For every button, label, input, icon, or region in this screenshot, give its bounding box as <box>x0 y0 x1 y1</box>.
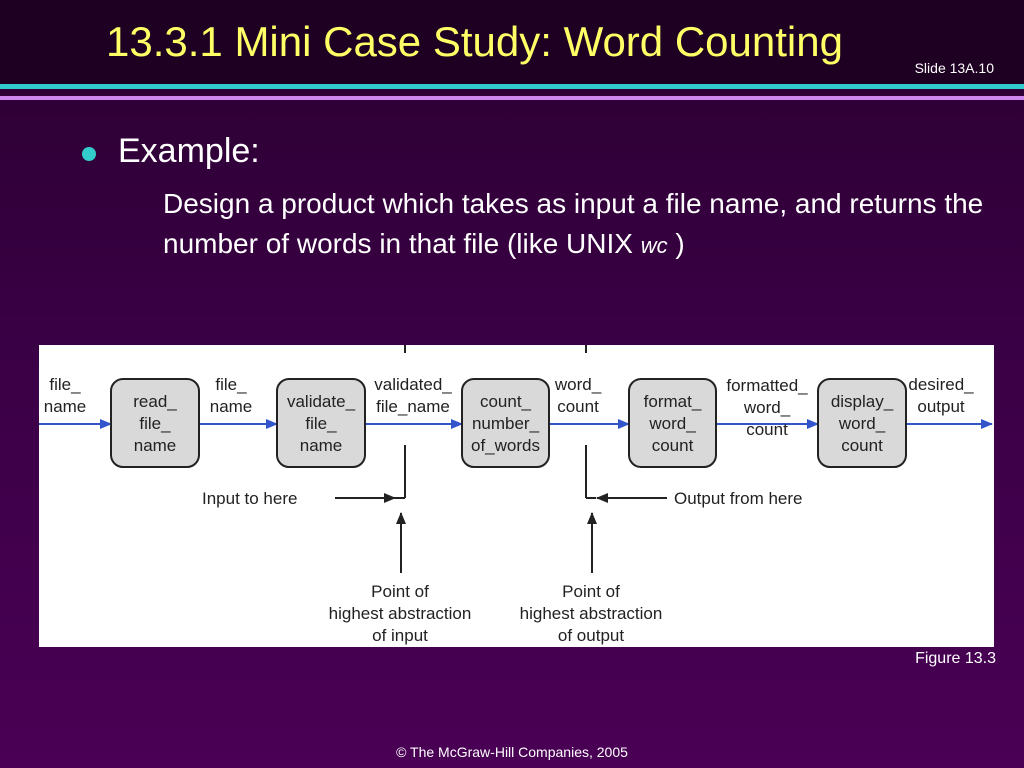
flow-label-line: word_ <box>743 398 791 417</box>
flow-label-line: desired_ <box>908 375 974 394</box>
description-end: ) <box>667 228 685 259</box>
module-label: display_ word_count <box>831 392 894 455</box>
module-box <box>276 378 366 468</box>
module-label-line: of_words <box>471 436 540 455</box>
bullet-heading: Example: <box>118 132 260 170</box>
module-label: format_ word_count <box>644 392 702 455</box>
module-label-line: file_ <box>305 414 337 433</box>
flow-label-line: output <box>917 397 965 416</box>
module-label-line: word_ <box>838 414 886 433</box>
input-marker-label: Input to here <box>202 489 297 508</box>
input-abstraction-label-line: highest abstraction <box>329 604 472 623</box>
module-label-line: count_ <box>480 392 532 411</box>
module-label-line: name <box>300 436 343 455</box>
module-label-line: count <box>652 436 694 455</box>
flow-label-line: file_name <box>376 397 450 416</box>
input-abstraction-label-line: Point of <box>371 582 429 601</box>
flow-label-line: validated_ <box>374 375 452 394</box>
module-box <box>817 378 907 468</box>
output-abstraction-label: Point of highest abstraction of output <box>520 582 663 645</box>
module-label-line: number_ <box>472 414 540 433</box>
flow-label: desired_output <box>908 375 974 416</box>
flow-label-line: word_ <box>554 375 602 394</box>
module-box <box>628 378 717 468</box>
flow-label-line: count <box>746 420 788 439</box>
slide-title: 13.3.1 Mini Case Study: Word Counting <box>106 18 843 65</box>
description-command: wc <box>640 233 668 258</box>
module-label-line: validate_ <box>287 392 356 411</box>
title-bar <box>0 0 1024 84</box>
output-abstraction-label-line: Point of <box>562 582 620 601</box>
flow-label: file_name <box>210 375 253 416</box>
figure-caption: Figure 13.3 <box>915 650 996 667</box>
description-text: Design a product which takes as input a … <box>163 188 984 259</box>
divider-lilac <box>0 96 1024 100</box>
slide-number: Slide 13A.10 <box>914 60 994 76</box>
module-label: count_ number_ of_words <box>471 392 540 455</box>
flow-label: word_count <box>554 375 602 416</box>
output-marker-label: Output from here <box>674 489 803 508</box>
output-abstraction-label-line: highest abstraction <box>520 604 663 623</box>
input-abstraction-label-line: of input <box>372 626 428 645</box>
module-label-line: read_ <box>133 392 177 411</box>
word-count-diagram: read_file_namevalidate_file_namecount_nu… <box>39 345 993 645</box>
module-label-line: display_ <box>831 392 894 411</box>
divider-cyan <box>0 84 1024 89</box>
flow-label-line: name <box>44 397 87 416</box>
flow-label-line: count <box>557 397 599 416</box>
output-abstraction-label-line: of output <box>558 626 624 645</box>
module-label-line: file_ <box>139 414 171 433</box>
module-label-line: format_ <box>644 392 702 411</box>
module-box <box>461 378 550 468</box>
flow-label-line: file_ <box>49 375 81 394</box>
module-label-line: name <box>134 436 177 455</box>
flow-label: file_name <box>44 375 87 416</box>
module-label: read_ file_name <box>133 392 177 455</box>
flow-label-line: file_ <box>215 375 247 394</box>
bullet-icon <box>82 147 96 161</box>
flow-label-line: name <box>210 397 253 416</box>
flow-label: validated_ file_name <box>374 375 452 416</box>
flow-label-line: formatted_ <box>726 376 808 395</box>
module-label: validate_ file_name <box>287 392 356 455</box>
module-box <box>110 378 200 468</box>
module-label-line: count <box>841 436 883 455</box>
module-label-line: word_ <box>648 414 696 433</box>
input-abstraction-label: Point of highest abstraction of input <box>329 582 472 645</box>
copyright: © The McGraw-Hill Companies, 2005 <box>396 744 628 760</box>
example-description: Design a product which takes as input a … <box>163 184 1003 266</box>
flow-label: formatted_ word_count <box>726 376 808 439</box>
